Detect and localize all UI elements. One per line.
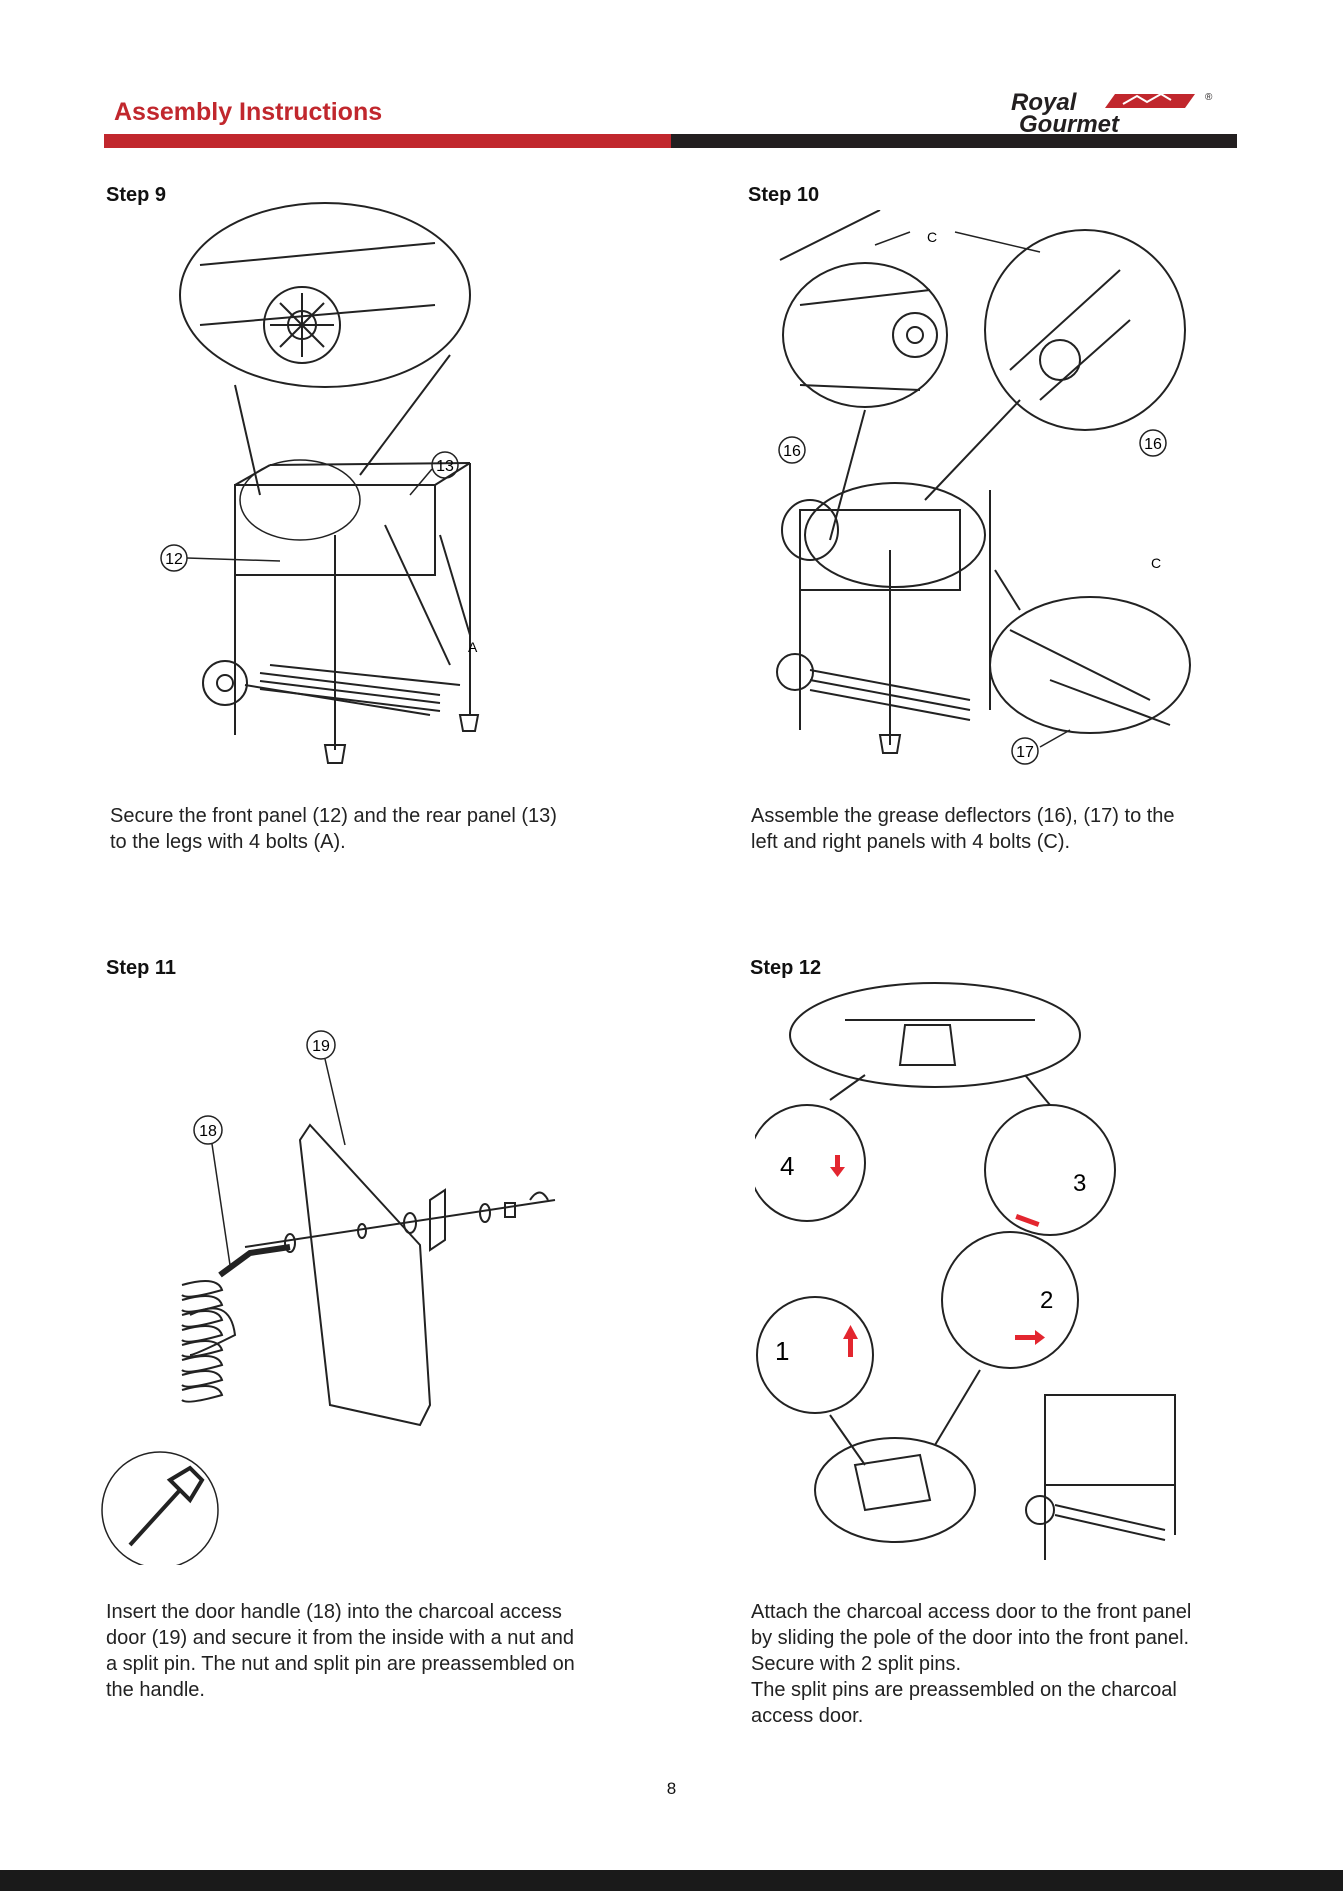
step-11-wrench-icon bbox=[128, 1465, 205, 1547]
step-10-zoom-bottom bbox=[989, 596, 1191, 734]
step-12-detail-4 bbox=[755, 1104, 866, 1222]
header-rule-red bbox=[104, 134, 671, 148]
logo-text-line1: Royal bbox=[1011, 89, 1078, 116]
step-11-door-panel bbox=[298, 1123, 432, 1427]
step-10-wheel-icon bbox=[776, 653, 814, 691]
royal-gourmet-logo: Royal Gourmet ® bbox=[1011, 89, 1213, 136]
page-title: Assembly Instructions bbox=[114, 98, 383, 126]
step-11-callout-18: 18 bbox=[199, 1123, 217, 1140]
step-10-illustration: C 16 16 C 17 bbox=[776, 210, 1191, 765]
step-12-wheel-icon bbox=[1025, 1495, 1055, 1525]
step-10-callout-c-top: C bbox=[927, 229, 937, 245]
step-12-detail-3 bbox=[984, 1104, 1116, 1236]
step-10-zoom-left bbox=[782, 262, 948, 408]
step-9-zoom-ellipse bbox=[179, 202, 471, 388]
step-12-illustration: 4 3 2 1 bbox=[755, 982, 1176, 1560]
logo-registered-mark: ® bbox=[1205, 92, 1213, 103]
footer-bar bbox=[0, 1870, 1343, 1891]
step-12-callout-4: 4 bbox=[780, 1151, 794, 1181]
logo-text-line2: Gourmet bbox=[1019, 111, 1120, 136]
step-10-callout-17: 17 bbox=[1016, 744, 1034, 761]
step-12-description: Attach the charcoal access door to the f… bbox=[751, 1601, 1192, 1727]
step-12-callout-3: 3 bbox=[1073, 1170, 1086, 1197]
step-10-callout-c-right: C bbox=[1151, 555, 1161, 571]
step-12-callout-1: 1 bbox=[775, 1336, 789, 1366]
step-12-detail-1 bbox=[756, 1296, 874, 1414]
step-12-zoom-door bbox=[814, 1437, 976, 1543]
header-rule-dark bbox=[671, 134, 1237, 148]
step-11-illustration: 19 18 bbox=[101, 1030, 556, 1565]
step-12-arrows bbox=[830, 1155, 1045, 1357]
step-12-title: Step 12 bbox=[750, 957, 822, 979]
step-11-spring-handle-icon bbox=[181, 1280, 224, 1403]
step-10-description: Assemble the grease deflectors (16), (17… bbox=[751, 805, 1175, 853]
step-10-title: Step 10 bbox=[748, 184, 820, 206]
page-number: 8 bbox=[666, 1779, 677, 1798]
step-12-detail-2 bbox=[941, 1231, 1079, 1369]
step-9-callout-a: A bbox=[468, 639, 478, 655]
step-9-callout-13: 13 bbox=[436, 458, 454, 475]
step-9-illustration: 13 12 A bbox=[160, 202, 480, 764]
step-12-zoom-top bbox=[789, 982, 1081, 1088]
step-9-callout-12: 12 bbox=[165, 551, 183, 568]
step-12-callout-2: 2 bbox=[1040, 1287, 1053, 1314]
step-11-wrench-detail bbox=[101, 1451, 219, 1565]
step-10-callout-16-right: 16 bbox=[1144, 436, 1162, 453]
step-9-title: Step 9 bbox=[106, 184, 167, 206]
step-11-description: Insert the door handle (18) into the cha… bbox=[106, 1601, 575, 1701]
step-9-description: Secure the front panel (12) and the rear… bbox=[110, 805, 557, 853]
step-10-callout-16-left: 16 bbox=[783, 443, 801, 460]
step-9-vent-icon bbox=[263, 286, 341, 364]
step-9-wheel-icon bbox=[202, 660, 248, 706]
step-11-callout-19: 19 bbox=[312, 1038, 330, 1055]
step-11-title: Step 11 bbox=[106, 957, 177, 979]
step-10-zoom-right bbox=[984, 229, 1186, 431]
